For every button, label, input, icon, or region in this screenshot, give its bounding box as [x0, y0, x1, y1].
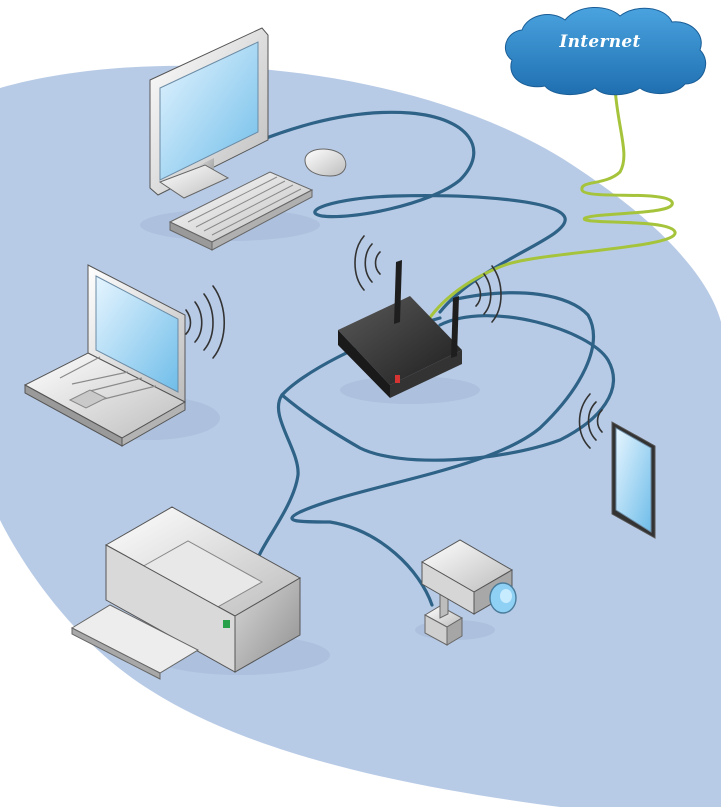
security-camera-icon [415, 539, 517, 646]
laptop-icon [23, 264, 220, 447]
printer-icon [70, 506, 330, 680]
cable-router-loop [280, 314, 615, 462]
tablet-icon [611, 421, 656, 539]
cable-router-desktop [216, 110, 567, 314]
tablet-wifi-waves-icon [578, 393, 603, 449]
internet-cable [423, 86, 677, 327]
desktop-computer-icon [140, 27, 347, 251]
laptop-wifi-waves-icon [185, 285, 226, 359]
wireless-router-icon [338, 260, 480, 404]
internet-label: Internet [559, 32, 641, 52]
cloud-icon [504, 6, 707, 96]
cable-router-camera [290, 291, 595, 607]
printer-status-led [223, 620, 230, 628]
router-wifi-waves-icon [354, 235, 502, 323]
router-status-led [395, 375, 400, 383]
